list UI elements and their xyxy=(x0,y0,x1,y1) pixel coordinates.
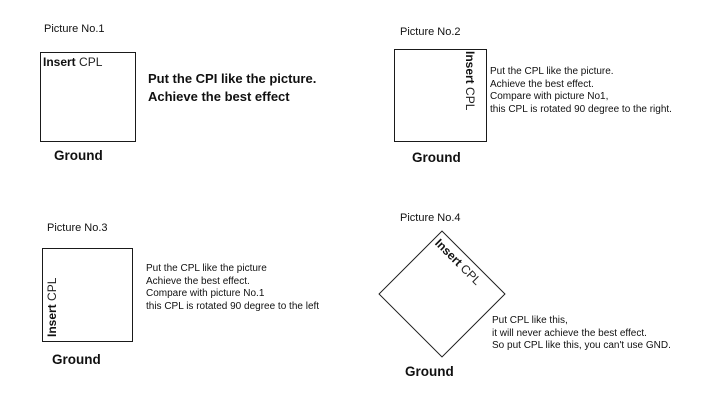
picture-4-note-line: Put CPL like this, xyxy=(492,315,568,326)
picture-3-note-line: Achieve the best effect. xyxy=(146,275,250,287)
picture-2-notes: Put the CPL like the picture. Achieve th… xyxy=(490,66,672,116)
picture-2-label-insert: Insert xyxy=(463,51,477,84)
picture-3-label-cpl: CPL xyxy=(45,277,59,301)
picture-2-label: Insert CPL xyxy=(463,51,477,110)
picture-3-label: Insert CPL xyxy=(45,278,59,337)
picture-1-note-line: Put the CPI like the picture. xyxy=(148,71,317,86)
picture-2-ground: Ground xyxy=(412,150,461,165)
picture-4-label: Insert CPL xyxy=(432,236,484,288)
picture-1-note-line: Achieve the best effect xyxy=(148,89,290,104)
picture-3-notes: Put the CPL like the picture Achieve the… xyxy=(146,263,319,313)
picture-3-note-line: Put the CPL like the picture xyxy=(146,263,267,274)
picture-4-note-line: it will never achieve the best effect. xyxy=(492,327,647,339)
picture-1-notes: Put the CPI like the picture. Achieve th… xyxy=(148,70,316,106)
picture-2-note-line: this CPL is rotated 90 degree to the rig… xyxy=(490,103,672,115)
picture-3-title: Picture No.3 xyxy=(47,222,108,234)
picture-3-ground: Ground xyxy=(52,352,101,367)
picture-4-title: Picture No.4 xyxy=(400,212,461,224)
picture-3-box: Insert CPL xyxy=(42,248,133,342)
picture-3-note-line: this CPL is rotated 90 degree to the lef… xyxy=(146,300,320,312)
picture-2-box: Insert CPL xyxy=(394,49,487,142)
picture-1-box: Insert CPL xyxy=(40,52,136,142)
picture-3-note-line: Compare with picture No.1 xyxy=(146,288,265,299)
picture-4-label-insert: Insert xyxy=(432,236,466,270)
picture-1-title: Picture No.1 xyxy=(44,23,105,35)
picture-4-notes: Put CPL like this, it will never achieve… xyxy=(492,315,671,353)
picture-3-label-insert: Insert xyxy=(45,304,59,337)
picture-1-ground: Ground xyxy=(54,148,103,163)
picture-1-label-insert: Insert xyxy=(43,55,76,69)
picture-2-label-cpl: CPL xyxy=(463,87,477,111)
picture-4-box: Insert CPL xyxy=(378,230,506,358)
picture-4-note-line: So put CPL like this, you can't use GND. xyxy=(492,340,671,351)
picture-1-label: Insert CPL xyxy=(43,55,102,69)
picture-4-label-cpl: CPL xyxy=(457,261,484,288)
picture-2-title: Picture No.2 xyxy=(400,26,461,38)
picture-2-note-line: Put the CPL like the picture. xyxy=(490,66,614,77)
picture-1-label-cpl: CPL xyxy=(79,55,103,69)
picture-4-ground: Ground xyxy=(405,364,454,379)
picture-2-note-line: Compare with picture No1, xyxy=(490,91,609,102)
picture-2-note-line: Achieve the best effect. xyxy=(490,78,594,90)
